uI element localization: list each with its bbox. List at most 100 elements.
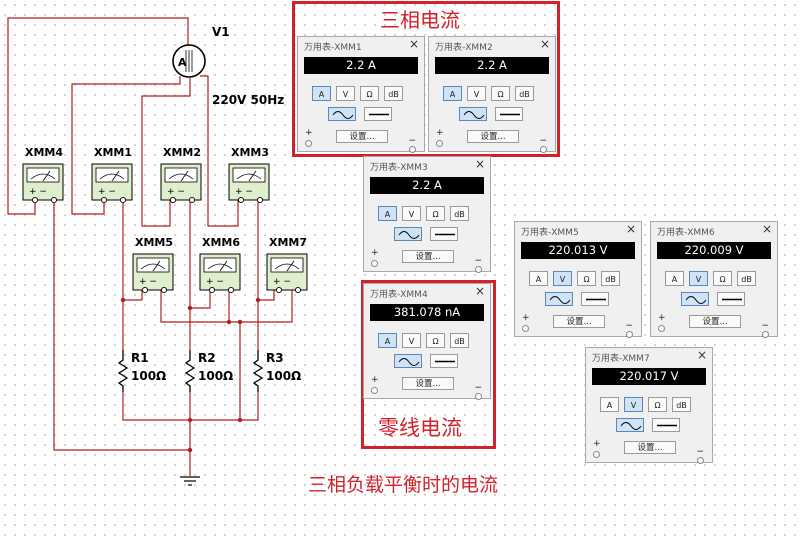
close-icon[interactable]: ×: [474, 157, 485, 171]
mode-button-3[interactable]: dB: [384, 86, 403, 101]
mode-button-2[interactable]: Ω: [713, 271, 732, 286]
mode-button-0[interactable]: A: [312, 86, 331, 101]
minus-terminal[interactable]: [475, 266, 482, 273]
close-icon[interactable]: ×: [696, 348, 707, 362]
settings-button[interactable]: 设置...: [336, 130, 388, 143]
schematic-multimeter[interactable]: XMM5+ −: [132, 236, 174, 294]
plus-terminal[interactable]: [436, 140, 443, 147]
settings-button[interactable]: 设置...: [689, 315, 741, 328]
mode-button-1[interactable]: V: [689, 271, 708, 286]
mode-button-3[interactable]: dB: [450, 333, 469, 348]
mode-button-2[interactable]: Ω: [426, 333, 445, 348]
mode-button-0[interactable]: A: [443, 86, 462, 101]
settings-button[interactable]: 设置...: [402, 250, 454, 263]
minus-terminal[interactable]: [475, 393, 482, 400]
terminal[interactable]: [227, 286, 235, 294]
plus-terminal[interactable]: [305, 140, 312, 147]
mode-button-0[interactable]: A: [378, 206, 397, 221]
settings-button[interactable]: 设置...: [624, 441, 676, 454]
dc-mode-button[interactable]: [430, 227, 458, 241]
dc-mode-button[interactable]: [495, 107, 523, 121]
plus-terminal[interactable]: [593, 451, 600, 458]
terminal[interactable]: [31, 196, 39, 204]
plus-terminal[interactable]: [371, 387, 378, 394]
terminal[interactable]: [50, 196, 58, 204]
schematic-multimeter[interactable]: XMM2+ −: [160, 146, 202, 204]
ac-mode-button[interactable]: [681, 292, 709, 306]
mode-button-3[interactable]: dB: [601, 271, 620, 286]
terminal[interactable]: [169, 196, 177, 204]
mode-button-3[interactable]: dB: [737, 271, 756, 286]
terminal[interactable]: [160, 286, 168, 294]
minus-terminal[interactable]: [540, 146, 547, 153]
minus-terminal[interactable]: [697, 457, 704, 464]
mode-button-1[interactable]: V: [402, 206, 421, 221]
terminal[interactable]: [119, 196, 127, 204]
close-icon[interactable]: ×: [761, 222, 772, 236]
minus-terminal[interactable]: [626, 331, 633, 338]
schematic-multimeter[interactable]: XMM1+ −: [91, 146, 133, 204]
minus-terminal[interactable]: [762, 331, 769, 338]
ac-mode-button[interactable]: [394, 354, 422, 368]
ac-mode-button[interactable]: [394, 227, 422, 241]
ac-mode-button[interactable]: [328, 107, 356, 121]
schematic-multimeter[interactable]: XMM3+ −: [228, 146, 270, 204]
mode-button-1[interactable]: V: [467, 86, 486, 101]
mode-button-0[interactable]: A: [665, 271, 684, 286]
schematic-multimeter[interactable]: XMM7+ −: [266, 236, 308, 294]
dc-mode-button[interactable]: [430, 354, 458, 368]
mode-button-0[interactable]: A: [600, 397, 619, 412]
mode-button-2[interactable]: Ω: [577, 271, 596, 286]
dc-mode-button[interactable]: [717, 292, 745, 306]
ac-mode-button[interactable]: [545, 292, 573, 306]
mode-button-2[interactable]: Ω: [648, 397, 667, 412]
mode-button-3[interactable]: dB: [450, 206, 469, 221]
close-icon[interactable]: ×: [408, 37, 419, 51]
settings-button[interactable]: 设置...: [467, 130, 519, 143]
terminal[interactable]: [275, 286, 283, 294]
terminal[interactable]: [208, 286, 216, 294]
close-icon[interactable]: ×: [474, 284, 485, 298]
mode-button-2[interactable]: Ω: [426, 206, 445, 221]
mode-button-3[interactable]: dB: [515, 86, 534, 101]
mode-button-1[interactable]: V: [336, 86, 355, 101]
mode-button-3[interactable]: dB: [672, 397, 691, 412]
plus-terminal[interactable]: [522, 325, 529, 332]
dc-mode-button[interactable]: [364, 107, 392, 121]
settings-button[interactable]: 设置...: [553, 315, 605, 328]
terminal[interactable]: [141, 286, 149, 294]
terminal[interactable]: [256, 196, 264, 204]
close-icon[interactable]: ×: [539, 37, 550, 51]
terminal[interactable]: [237, 196, 245, 204]
plus-terminal[interactable]: [658, 325, 665, 332]
terminal[interactable]: [294, 286, 302, 294]
mode-button-0[interactable]: A: [378, 333, 397, 348]
minus-terminal[interactable]: [409, 146, 416, 153]
schematic-multimeter[interactable]: XMM4+ −: [22, 146, 64, 204]
mode-button-2[interactable]: Ω: [360, 86, 379, 101]
mode-button-2[interactable]: Ω: [491, 86, 510, 101]
dc-mode-button[interactable]: [581, 292, 609, 306]
schematic-multimeter[interactable]: XMM6+ −: [199, 236, 241, 294]
settings-button[interactable]: 设置...: [402, 377, 454, 390]
terminal[interactable]: [188, 196, 196, 204]
close-icon[interactable]: ×: [625, 222, 636, 236]
mode-button-1[interactable]: V: [402, 333, 421, 348]
terminal[interactable]: [100, 196, 108, 204]
ac-mode-button[interactable]: [459, 107, 487, 121]
mode-button-1[interactable]: V: [624, 397, 643, 412]
mode-button-0[interactable]: A: [529, 271, 548, 286]
mode-button-1[interactable]: V: [553, 271, 572, 286]
ac-mode-button[interactable]: [616, 418, 644, 432]
dc-mode-button[interactable]: [652, 418, 680, 432]
